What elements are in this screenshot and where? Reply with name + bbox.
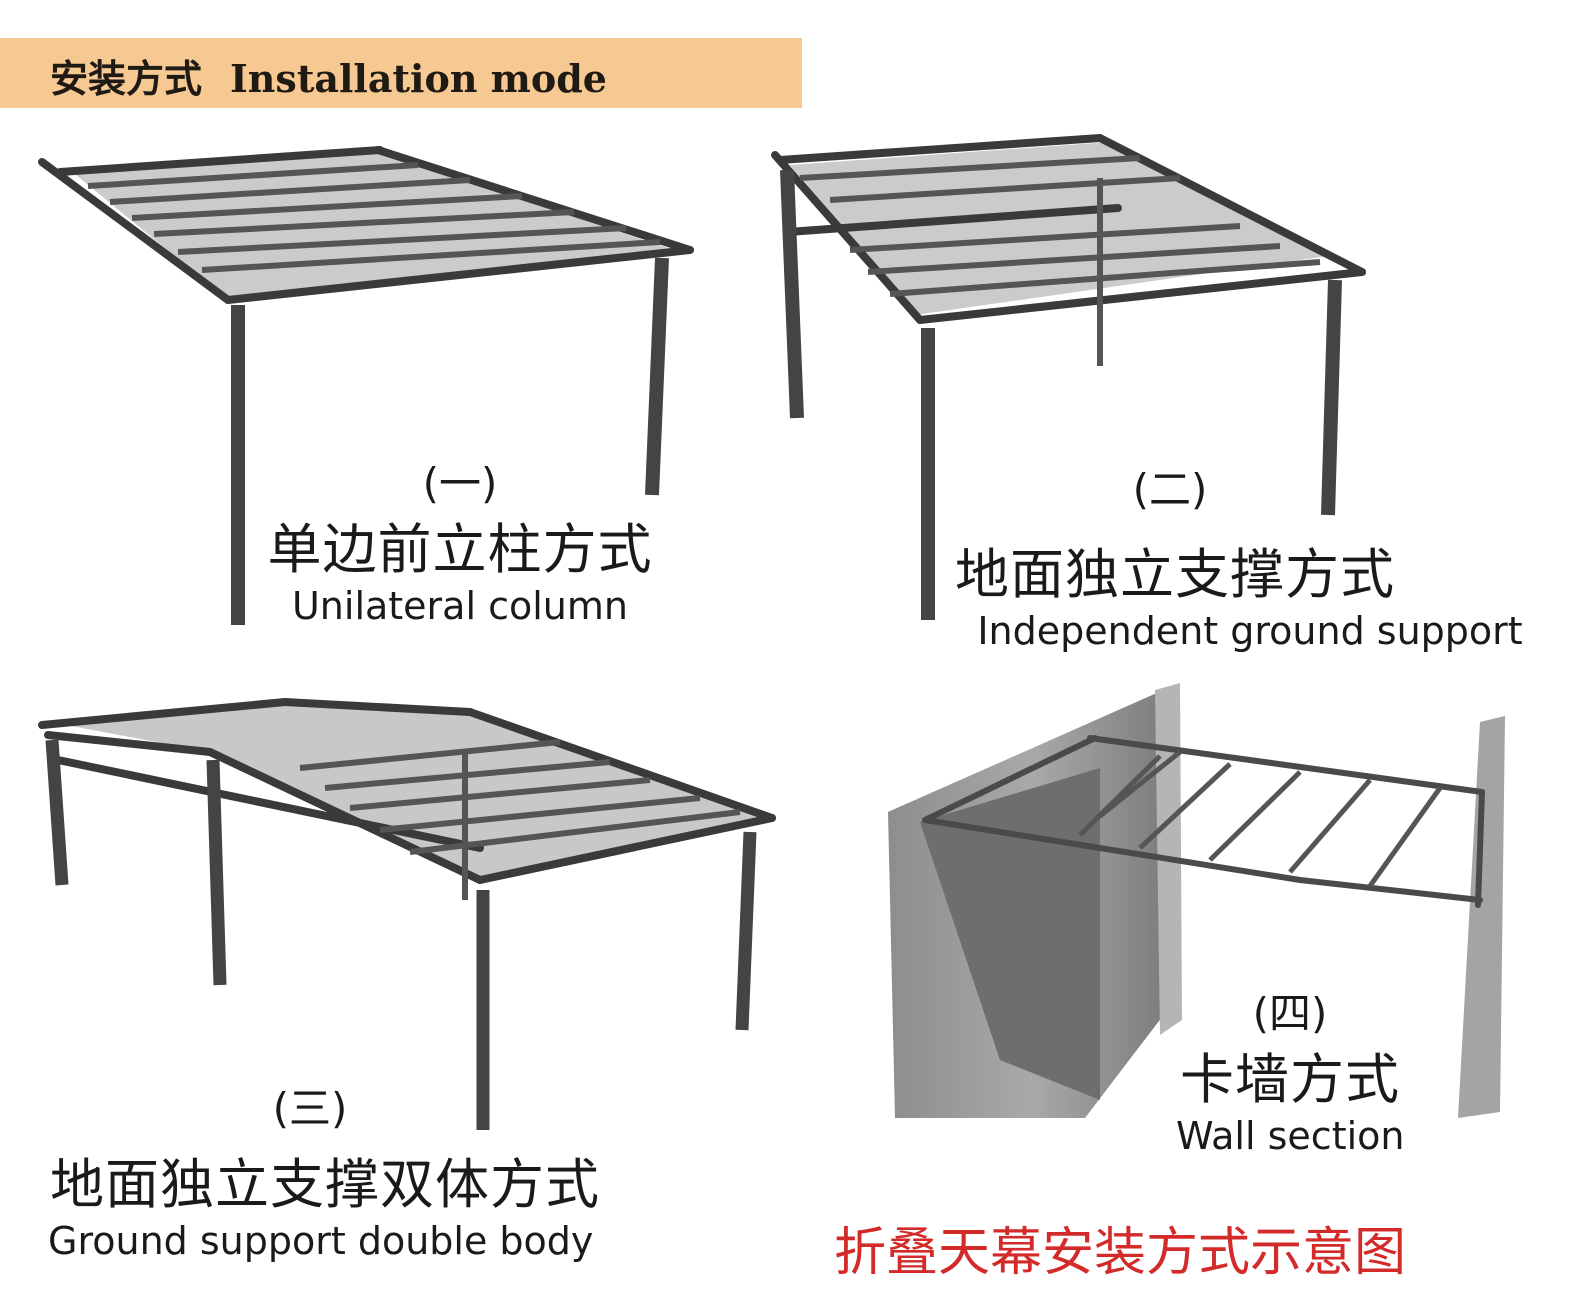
panel-2-title-en: Independent ground support <box>977 609 1523 653</box>
panel-4-caption: 卡墙方式 Wall section <box>1150 1035 1450 1158</box>
panel-2-label: (二) <box>1040 456 1300 517</box>
header-title-zh: 安装方式 <box>50 56 203 101</box>
pergola-unilateral-figure <box>38 146 694 625</box>
pergola-independent-figure <box>771 134 1366 620</box>
panel-1-caption: 单边前立柱方式 Unilateral column <box>240 505 680 628</box>
panel-4-title-zh: 卡墙方式 <box>1180 1048 1400 1111</box>
panel-4-title-en: Wall section <box>1176 1114 1405 1158</box>
header-title: 安装方式 Installation mode <box>50 48 607 103</box>
panel-2-number: (二) <box>1132 465 1208 514</box>
panel-3-label: (三) <box>180 1075 440 1136</box>
panel-4-label: (四) <box>1160 980 1420 1041</box>
figure-caption: 折叠天幕安装方式示意图 <box>833 1223 1406 1283</box>
panel-3-title-en: Ground support double body <box>48 1219 594 1263</box>
pergola-wall-figure <box>888 683 1505 1118</box>
panel-4-number: (四) <box>1252 989 1328 1038</box>
panel-3-caption: 地面独立支撑双体方式 Ground support double body <box>20 1140 640 1263</box>
panel-2-caption: 地面独立支撑方式 Independent ground support <box>945 530 1555 653</box>
panel-3-number: (三) <box>272 1084 348 1133</box>
panel-1-title-zh: 单边前立柱方式 <box>267 518 653 581</box>
panel-1-number: (一) <box>422 459 498 508</box>
header-bar <box>0 38 802 108</box>
panel-1-label: (一) <box>330 450 590 511</box>
panel-1-title-en: Unilateral column <box>291 584 628 628</box>
pergola-double-figure <box>38 698 776 1130</box>
panel-2-title-zh: 地面独立支撑方式 <box>955 543 1395 606</box>
panel-3-title-zh: 地面独立支撑双体方式 <box>50 1153 600 1216</box>
header-title-en: Installation mode <box>230 56 607 101</box>
